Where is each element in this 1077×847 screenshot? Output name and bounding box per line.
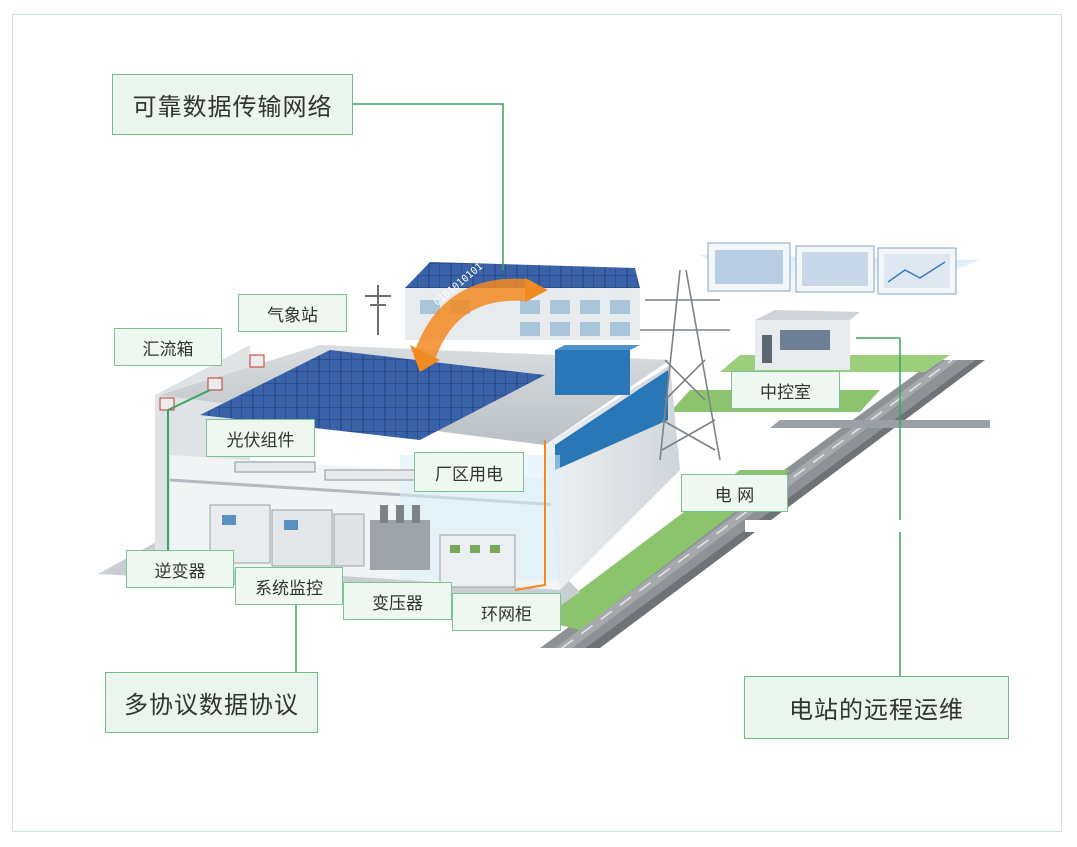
monitor-screens [700, 242, 980, 300]
transformer-unit [370, 505, 430, 570]
label-remote-ops: 电站的远程运维 [744, 676, 1009, 739]
data-transmission-arc [410, 278, 548, 372]
orange-wiring [514, 440, 546, 591]
control-room-building [755, 310, 860, 370]
label-transformer: 变压器 [343, 582, 452, 620]
label-pv-modules: 光伏组件 [206, 419, 315, 457]
outer-frame [12, 14, 1062, 832]
ring-main-cabinets [439, 534, 516, 588]
label-reliable-network: 可靠数据传输网络 [112, 74, 353, 135]
label-control-room: 中控室 [731, 371, 840, 409]
weather-mast [365, 285, 391, 335]
label-multi-protocol: 多协议数据协议 [105, 672, 318, 733]
label-system-monitoring: 系统监控 [235, 567, 343, 605]
transmission-tower [640, 269, 730, 461]
inverter-cabinets [209, 504, 365, 567]
label-ring-main-unit: 环网柜 [452, 593, 561, 631]
label-inverter: 逆变器 [126, 550, 234, 588]
combiner-box-icons [159, 354, 265, 411]
label-weather-station: 气象站 [238, 294, 347, 332]
label-connectors [295, 103, 901, 676]
label-plant-power: 厂区用电 [414, 452, 524, 492]
clip-mask [745, 520, 1005, 532]
label-grid: 电 网 [681, 474, 788, 512]
label-combiner-box: 汇流箱 [114, 328, 222, 366]
